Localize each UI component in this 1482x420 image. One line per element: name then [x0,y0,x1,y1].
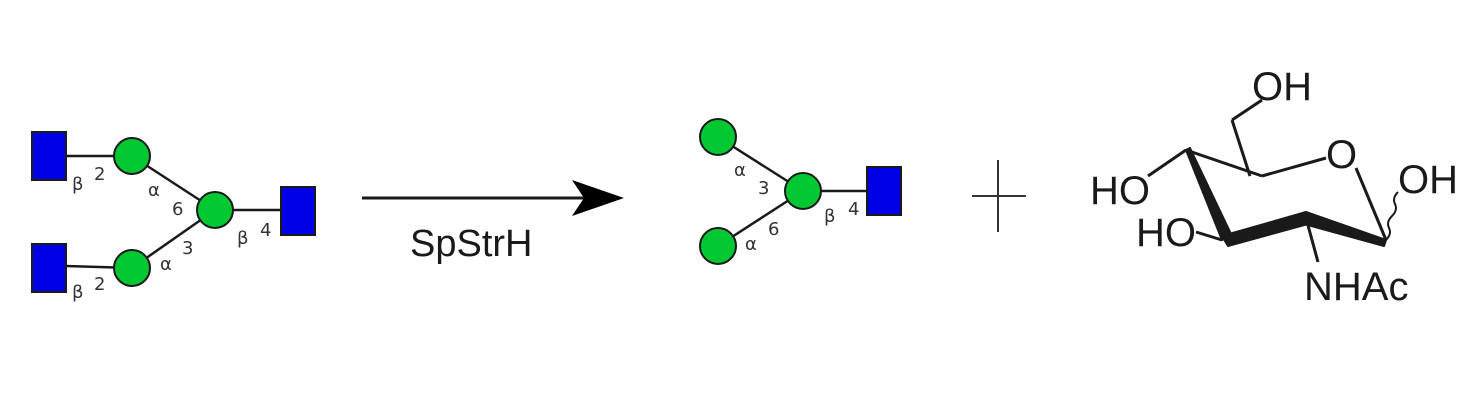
ring-oxygen-label: O [1326,133,1357,177]
linkage-anomer: β [824,206,836,227]
product-glycan: α 3 α 6 β 4 [699,118,902,265]
linkage-position: 3 [758,178,769,199]
mannose-circle [699,227,737,265]
nhac-bond [1304,217,1320,263]
oh-label: OH [1252,65,1312,109]
mannose-circle [699,118,737,156]
ch2oh-bond [1230,119,1252,177]
anomeric-wavy-bond [1385,191,1399,241]
mannose-circle [196,191,234,229]
glcnac-square [280,186,316,236]
glcnac-haworth-structure: OH O OH HO HO NHAc [1090,65,1458,309]
enzyme-label: SpStrH [410,223,532,265]
linkage-position: 4 [260,220,271,241]
linkage-position: 6 [172,199,183,220]
linkage-anomer: α [745,234,757,255]
ho-label: HO [1136,211,1196,255]
linkage-anomer: β [237,228,249,249]
ring-bold-wedge [1221,211,1309,247]
glcnac-square [31,243,67,293]
ring-bold-wedge [1303,211,1387,247]
ho-bond [1147,148,1187,178]
linkage-position: 2 [94,274,105,295]
plus-sign: + [972,160,1026,232]
mannose-circle [784,172,822,210]
ring-bond [1261,156,1327,178]
linkage-anomer: α [160,254,172,275]
linkage-anomer: α [148,180,160,201]
glcnac-square [31,131,67,181]
ho-label: HO [1090,169,1150,213]
ho-bond [1195,230,1223,242]
oh-label: OH [1398,158,1458,202]
linkage-anomer: β [72,174,84,195]
linkage-anomer: β [72,282,84,303]
ring-bond [1354,167,1388,241]
reaction-arrow: SpStrH [362,180,624,265]
arrowhead-icon [572,180,624,216]
linkage-position: 3 [182,238,193,259]
linkage-anomer: α [734,160,746,181]
mannose-circle [113,249,151,287]
glcnac-square [866,166,902,216]
ch2oh-bond [1231,98,1263,122]
ring-bond [1185,148,1263,178]
mannose-circle [113,137,151,175]
linkage-position: 6 [768,219,779,240]
linkage-position: 2 [94,164,105,185]
nhac-label: NHAc [1304,265,1408,309]
linkage-position: 4 [848,199,859,220]
substrate-glycan: β 2 β 2 α 6 α 3 β 4 [31,131,316,303]
